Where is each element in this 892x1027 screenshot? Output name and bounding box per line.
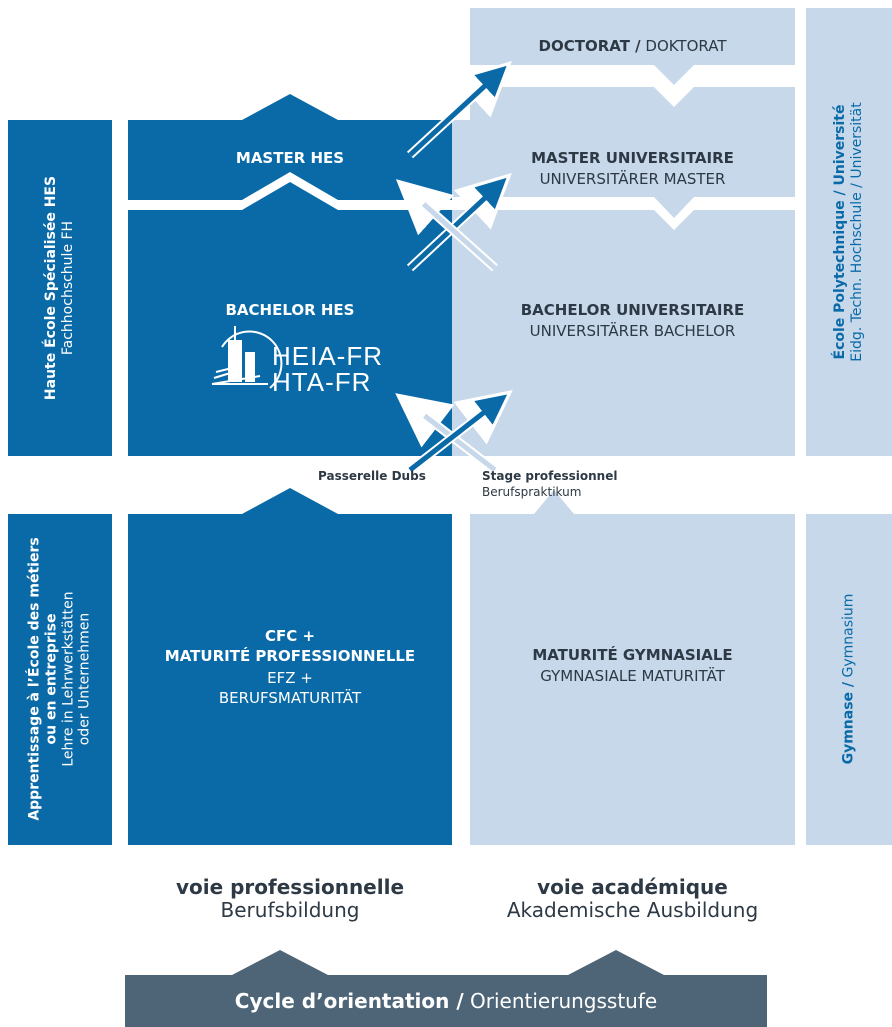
apprentissage-side-panel bbox=[8, 514, 112, 845]
cfc-block bbox=[128, 488, 452, 845]
gymnase-side-panel bbox=[806, 514, 892, 845]
hes-side-panel bbox=[8, 120, 112, 456]
hes-fr: Haute École Spécialisée HES bbox=[43, 175, 60, 401]
bachelor-hes-block bbox=[128, 182, 452, 456]
gym-de: Gymnasium bbox=[840, 593, 857, 678]
maturite-gym-de: GYMNASIALE MATURITÄT bbox=[540, 667, 725, 685]
logo-line2: HTA-FR bbox=[272, 367, 372, 397]
doctorat-label: DOCTORAT / DOKTORAT bbox=[470, 37, 795, 55]
gym-fr: Gymnase / bbox=[840, 681, 857, 765]
doctorat-de: DOKTORAT bbox=[645, 37, 727, 55]
uni-bachelor-de: UNIVERSITÄRER BACHELOR bbox=[529, 322, 736, 340]
hes-de: Fachhochschule FH bbox=[60, 220, 76, 356]
voie-professionnelle-label: voie professionnelle bbox=[175, 875, 405, 899]
app-fr-line2: ou en entreprise bbox=[43, 613, 60, 745]
logo-line1: HEIA-FR bbox=[272, 341, 383, 371]
cfc-line1: CFC + bbox=[264, 627, 316, 645]
cycle-de: Orientierungsstufe bbox=[470, 989, 658, 1013]
voie-academique-label: voie académique bbox=[537, 875, 728, 899]
maturite-gym-fr: MATURITÉ GYMNASIALE bbox=[532, 646, 733, 664]
passerelle-dubs-label: Passerelle Dubs bbox=[318, 469, 426, 483]
epf-de: Eidg. Techn. Hochschule / Universität bbox=[849, 102, 865, 362]
arrow-uni-bachelor-to-master-hes bbox=[395, 179, 499, 272]
uni-master-de: UNIVERSITÄRER MASTER bbox=[539, 170, 726, 188]
berufspraktikum-label: Berufspraktikum bbox=[482, 485, 582, 499]
uni-bachelor-fr: BACHELOR UNIVERSITAIRE bbox=[520, 301, 745, 319]
app-de-line2: oder Unternehmen bbox=[76, 612, 93, 746]
cycle-orientation-bar bbox=[125, 950, 767, 1027]
arrow-stage-professionnel bbox=[407, 390, 513, 474]
master-hes-block bbox=[128, 94, 452, 200]
master-hes-label: MASTER HES bbox=[235, 149, 345, 167]
arrow-bachelor-to-uni-master bbox=[406, 172, 512, 272]
cycle-orientation-label: Cycle d’orientation / Orientierungsstufe bbox=[125, 990, 767, 1013]
academic-maturite-block bbox=[470, 490, 795, 845]
app-de-line1: Lehre in Lehrwerkstätten bbox=[60, 591, 76, 767]
doctorat-fr: DOCTORAT / bbox=[538, 37, 641, 55]
building-logo-icon bbox=[211, 326, 283, 389]
epf-side-panel bbox=[806, 8, 892, 456]
bachelor-hes-label: BACHELOR HES bbox=[225, 301, 355, 319]
academic-master-block bbox=[452, 87, 795, 218]
stage-professionnel-label: Stage professionnel bbox=[482, 469, 618, 483]
cfc-de-line2: BERUFSMATURITÄT bbox=[218, 689, 362, 707]
epf-fr: École Polytechnique / Université bbox=[832, 104, 849, 360]
cfc-de-line1: EFZ + bbox=[267, 669, 313, 687]
academic-bachelor-block bbox=[452, 210, 795, 456]
cfc-line2: MATURITÉ PROFESSIONNELLE bbox=[164, 647, 416, 665]
berufsbildung-label: Berufsbildung bbox=[220, 898, 360, 922]
doctorat-block bbox=[470, 8, 795, 85]
uni-master-fr: MASTER UNIVERSITAIRE bbox=[531, 149, 734, 167]
app-fr-line1: Apprentissage à l’École des métiers bbox=[26, 537, 43, 821]
akademische-ausbildung-label: Akademische Ausbildung bbox=[506, 898, 759, 922]
arrow-master-to-doctorat bbox=[406, 61, 512, 159]
cycle-fr: Cycle d’orientation / bbox=[234, 989, 464, 1013]
